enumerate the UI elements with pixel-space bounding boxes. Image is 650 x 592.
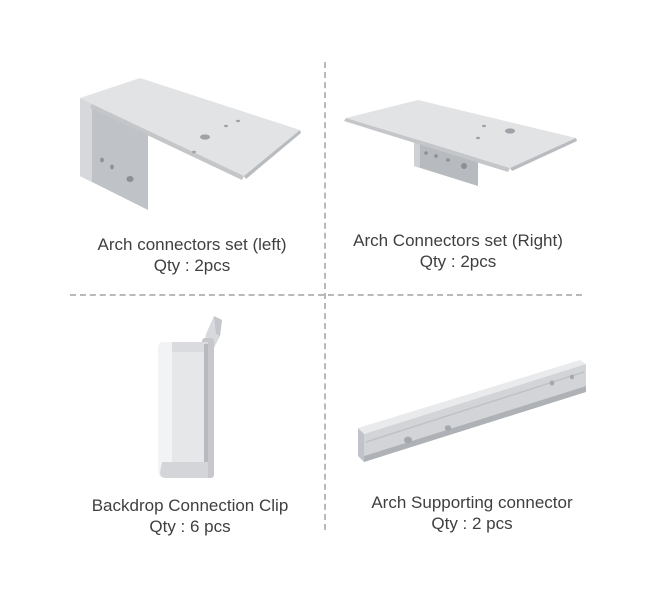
item-quantity: Qty : 2 pcs	[431, 514, 513, 533]
item-caption-arch-left: Arch connectors set (left) Qty : 2pcs	[70, 234, 314, 276]
item-quantity: Qty : 2pcs	[419, 252, 497, 271]
dashed-divider-horizontal	[70, 294, 582, 296]
item-caption-backdrop-clip: Backdrop Connection Clip Qty : 6 pcs	[68, 495, 312, 537]
item-name: Arch connectors set (left)	[97, 235, 287, 254]
item-name: Arch Connectors set (Right)	[353, 231, 563, 250]
item-name: Arch Supporting connector	[371, 493, 573, 512]
item-quantity: Qty : 6 pcs	[149, 517, 231, 536]
item-caption-arch-right: Arch Connectors set (Right) Qty : 2pcs	[336, 230, 580, 272]
item-quantity: Qty : 2pcs	[153, 256, 231, 275]
arch-connector-left-image	[80, 78, 301, 210]
backdrop-connection-clip-image	[158, 316, 222, 478]
arch-supporting-connector-image	[358, 360, 586, 462]
item-caption-arch-supporting: Arch Supporting connector Qty : 2 pcs	[350, 492, 594, 534]
item-name: Backdrop Connection Clip	[91, 496, 289, 515]
arch-connector-right-image	[344, 100, 577, 186]
dashed-divider-vertical	[324, 62, 326, 530]
